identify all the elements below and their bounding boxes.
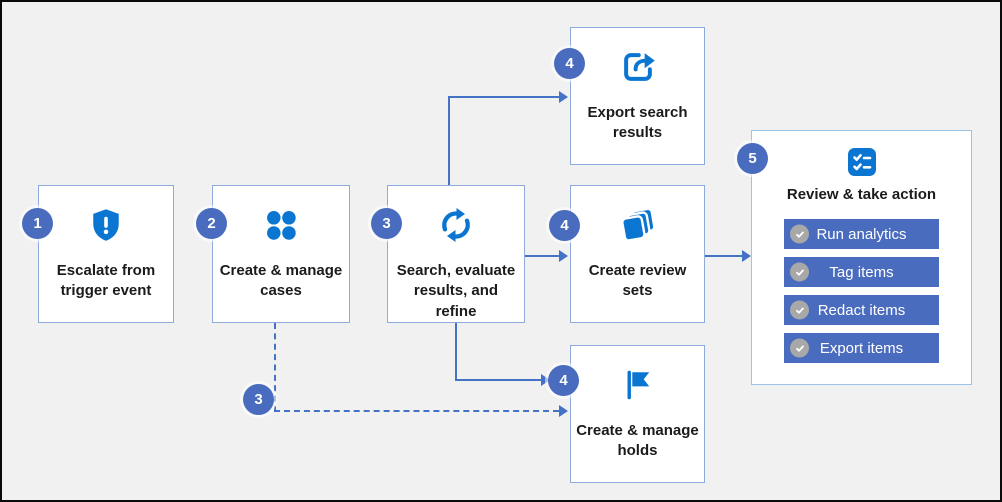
dots-grid-icon [263, 205, 299, 245]
step-badge-4-export: 4 [554, 48, 585, 79]
check-circle-icon [790, 300, 809, 320]
flag-icon [620, 365, 656, 405]
step-badge-1: 1 [22, 208, 53, 239]
step-label: Create review sets [588, 262, 687, 300]
action-label: Run analytics [816, 225, 907, 243]
stacked-cards-icon [619, 205, 657, 245]
step-label: Search, evaluate results, and refine [396, 262, 516, 320]
step-label: Create & manage holds [576, 422, 699, 460]
step-label: Create & manage cases [219, 262, 343, 300]
action-run-analytics: Run analytics [784, 219, 939, 249]
arrowhead-to-review-action [742, 250, 751, 262]
connector-reviewsets-to-panel [705, 255, 742, 257]
connector-search-to-holds-horizontal [455, 379, 541, 381]
check-circle-icon [790, 224, 809, 244]
panel-title: Review & take action [786, 186, 937, 203]
connector-search-to-export-vertical [448, 97, 450, 185]
action-label: Tag items [829, 263, 894, 281]
step-badge-4-holds: 4 [548, 365, 579, 396]
connector-cases-to-holds-dashed-horizontal [274, 410, 559, 412]
connector-search-to-holds-vertical [455, 323, 457, 380]
connector-search-to-reviewsets [525, 255, 559, 257]
step-badge-4-review-sets: 4 [549, 210, 580, 241]
arrowhead-to-review-sets [559, 250, 568, 262]
sync-icon [436, 205, 476, 245]
step-label: Escalate from trigger event [56, 262, 156, 300]
step-badge-3-branch: 3 [243, 384, 274, 415]
action-redact-items: Redact items [784, 295, 939, 325]
action-label: Export items [819, 339, 904, 357]
action-tag-items: Tag items [784, 257, 939, 287]
arrowhead-to-holds-solid [541, 374, 550, 386]
shield-alert-icon [88, 205, 124, 245]
step-box-export-search: Export search results [570, 27, 705, 165]
step-box-cases: Create & manage cases [212, 185, 350, 323]
action-export-items: Export items [784, 333, 939, 363]
step-badge-2: 2 [196, 208, 227, 239]
step-box-escalate: Escalate from trigger event [38, 185, 174, 323]
step-box-holds: Create & manage holds [570, 345, 705, 483]
step-label: Export search results [587, 104, 688, 142]
arrowhead-to-export-search [559, 91, 568, 103]
step-box-search: Search, evaluate results, and refine [387, 185, 525, 323]
step-box-review-sets: Create review sets [570, 185, 705, 323]
checklist-icon [847, 147, 877, 177]
check-circle-icon [790, 338, 809, 358]
connector-cases-to-holds-dashed-vertical [274, 323, 276, 412]
action-label: Redact items [817, 301, 906, 319]
export-share-icon [619, 47, 657, 87]
step-badge-5: 5 [737, 143, 768, 174]
check-circle-icon [790, 262, 809, 282]
step-badge-3: 3 [371, 208, 402, 239]
arrowhead-to-holds-dashed [559, 405, 568, 417]
connector-search-to-export-horizontal [448, 96, 559, 98]
step-panel-review-action: Review & take action Run analytics Tag i… [751, 130, 972, 385]
